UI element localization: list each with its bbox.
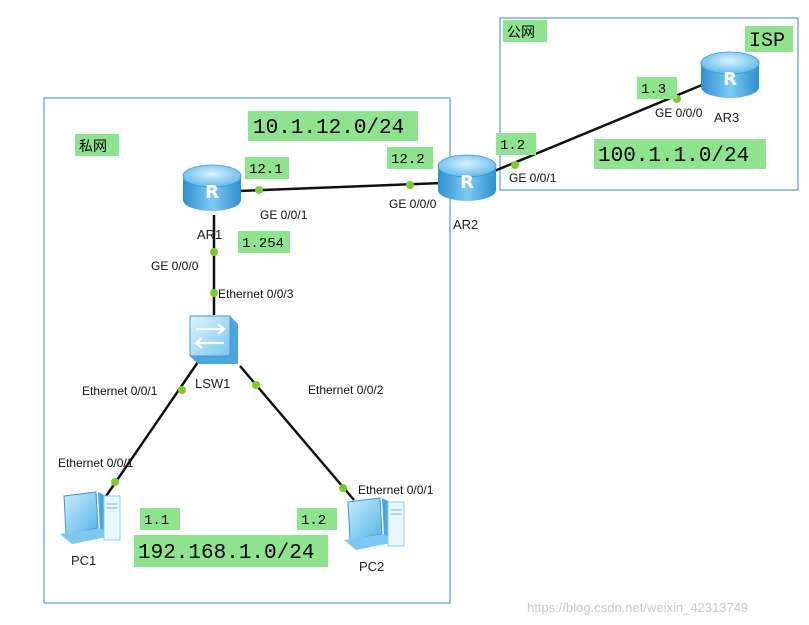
link-lsw1-pc1 bbox=[100, 361, 200, 503]
device-name-ar3: AR3 bbox=[714, 110, 739, 125]
switch-arrows-icon bbox=[194, 323, 226, 349]
port-dot bbox=[511, 161, 519, 169]
device-name-pc1: PC1 bbox=[71, 553, 96, 568]
port-label-ar2-g000: GE 0/0/0 bbox=[389, 197, 437, 211]
port-dot bbox=[178, 386, 186, 394]
address-ar2-g001: 1.2 bbox=[500, 138, 525, 154]
port-label-lsw1-e001: Ethernet 0/0/1 bbox=[82, 384, 158, 398]
subnet-label-ar1-ar2: 10.1.12.0/24 bbox=[253, 117, 404, 140]
subnet-label-ar2-ar3: 100.1.1.0/24 bbox=[598, 145, 749, 168]
router-ar3[interactable]: R bbox=[700, 51, 760, 98]
port-label-lsw1-e003: Ethernet 0/0/3 bbox=[218, 287, 294, 301]
port-dot bbox=[210, 289, 218, 297]
port-label-pc2-e001: Ethernet 0/0/1 bbox=[358, 483, 434, 497]
private-zone-label: 私网 bbox=[79, 139, 107, 155]
address-ar2-g000: 12.2 bbox=[391, 152, 425, 168]
router-icon: R bbox=[205, 182, 219, 203]
router-ar1[interactable]: R bbox=[182, 164, 242, 211]
switch-lsw1[interactable] bbox=[189, 315, 238, 364]
pc-pc2[interactable] bbox=[344, 497, 405, 550]
device-name-lsw1: LSW1 bbox=[195, 376, 230, 391]
private-network-zone bbox=[43, 97, 451, 604]
router-icon: R bbox=[460, 172, 474, 193]
public-zone-label: 公网 bbox=[507, 25, 535, 41]
address-ar3-g000: 1.3 bbox=[641, 82, 666, 98]
port-label-ar2-g001: GE 0/0/1 bbox=[509, 171, 557, 185]
port-dot bbox=[111, 478, 119, 486]
port-label-lsw1-e002: Ethernet 0/0/2 bbox=[308, 383, 384, 397]
public-network-zone bbox=[499, 17, 799, 191]
router-icon: R bbox=[723, 69, 737, 90]
port-label-ar3-g000: GE 0/0/0 bbox=[655, 106, 703, 120]
port-dot bbox=[255, 186, 263, 194]
link-lsw1-pc2 bbox=[239, 365, 355, 501]
router-ar2[interactable]: R bbox=[437, 154, 497, 201]
address-pc2: 1.2 bbox=[301, 513, 326, 529]
watermark: https://blog.csdn.net/weixin_42313749 bbox=[527, 600, 748, 615]
device-name-ar1: AR1 bbox=[197, 227, 222, 242]
port-label-ar1-g000: GE 0/0/0 bbox=[151, 259, 199, 273]
subnet-label-lan: 192.168.1.0/24 bbox=[138, 542, 314, 565]
port-label-pc1-e001: Ethernet 0/0/1 bbox=[58, 456, 134, 470]
address-pc1: 1.1 bbox=[144, 513, 169, 529]
address-ar1-g001: 12.1 bbox=[249, 162, 283, 178]
port-dot bbox=[210, 248, 218, 256]
port-dot bbox=[252, 381, 260, 389]
device-name-ar2: AR2 bbox=[453, 217, 478, 232]
link-ar2-ar3 bbox=[491, 83, 703, 174]
pc-pc1[interactable] bbox=[60, 491, 121, 544]
device-name-pc2: PC2 bbox=[359, 559, 384, 574]
address-ar1-g000: 1.254 bbox=[242, 236, 284, 252]
port-label-ar1-g001: GE 0/0/1 bbox=[260, 208, 308, 222]
port-dot bbox=[339, 484, 347, 492]
isp-label: ISP bbox=[749, 30, 785, 53]
port-dot bbox=[406, 181, 414, 189]
